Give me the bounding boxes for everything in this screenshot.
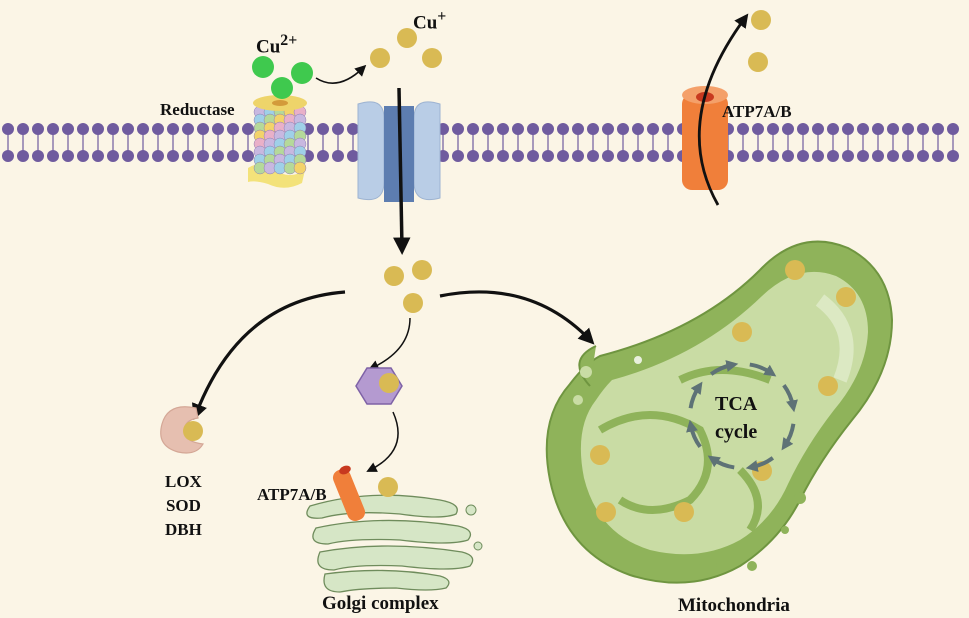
cu1-ion-icon [378,477,398,497]
tca-arrow [782,383,798,413]
cu2-ion-label: Cu2+ [256,32,298,58]
mitochondrion-icon [545,240,894,584]
arrow-to-mitochondria [439,290,595,345]
reduction-arrow [315,64,367,84]
tca-arrow [745,456,775,472]
tca-arrow [709,360,739,376]
cu2-ion-icon [252,56,313,99]
cu2-base: Cu [256,36,281,58]
tca-arrow [688,381,703,409]
tca-arrow [781,423,796,451]
atp7ab-transporter-icon [332,465,366,521]
cu2-charge: 2+ [280,32,298,49]
export-arrow [697,13,749,206]
cu1-charge: + [437,8,447,25]
tca-arrow [707,455,735,470]
import-arrow [393,87,411,255]
golgi-icon [306,494,483,593]
cell-membrane [2,123,959,162]
tca-cycle-arrows-icon [686,360,798,472]
tca-cycle-label: TCA cycle [715,390,757,446]
chaperone-hexagon-icon [355,367,403,405]
tca-label-line1: TCA [715,393,758,415]
atp7ab-membrane-label: ATP7A/B [722,102,792,121]
reductase-icon [248,95,307,188]
golgi-label: Golgi complex [322,593,439,614]
reductase-label: Reductase [160,100,235,119]
cu1-ion-label: Cu+ [413,8,447,34]
cu1-ion-icon [384,260,432,313]
tca-label-line2: cycle [715,421,758,443]
mitochondria-label: Mitochondria [678,595,790,616]
enzyme-label-group: LOX SOD DBH [165,470,202,542]
enzyme-label-lox: LOX [165,472,202,491]
cu1-ion-icon [370,28,442,68]
arrow-to-golgi [366,411,399,472]
enzyme-icon [160,406,204,454]
arrow-to-enzymes [191,290,346,420]
atp7ab-golgi-label: ATP7A/B [257,485,327,504]
enzyme-label-sod: SOD [165,496,201,515]
tca-arrow [749,362,777,377]
cu1-ion-icon [748,10,771,72]
enzyme-label-dbh: DBH [165,520,202,539]
tca-arrow [686,419,702,449]
cu1-base: Cu [413,12,438,34]
arrow-to-chaperone [368,317,411,371]
